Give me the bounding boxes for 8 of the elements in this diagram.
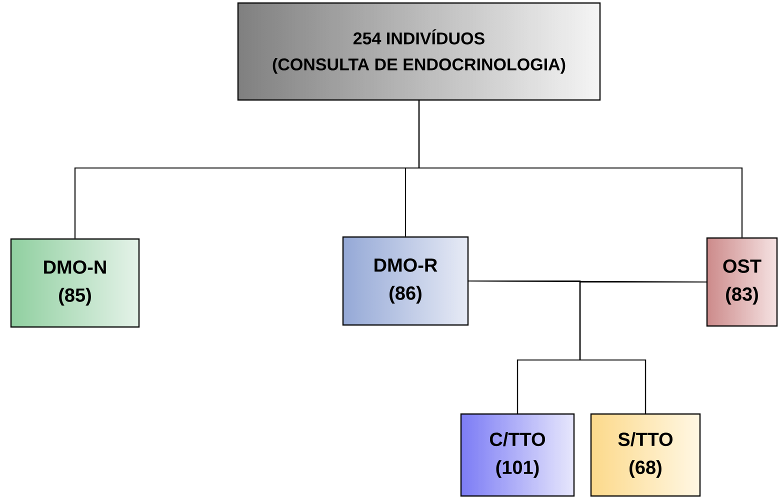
box: S/TTO (68)	[590, 413, 701, 497]
box: DMO-N (85)	[10, 238, 140, 328]
box: DMO-R (86)	[342, 236, 469, 326]
box: OST (83)	[706, 237, 778, 327]
box: C/TTO (101)	[460, 413, 575, 497]
connector-line	[579, 281, 706, 414]
connector-line	[418, 100, 743, 238]
box: 254 INDIVÍDUOS (CONSULTA DE ENDOCRINOLOGIA)	[237, 2, 601, 101]
